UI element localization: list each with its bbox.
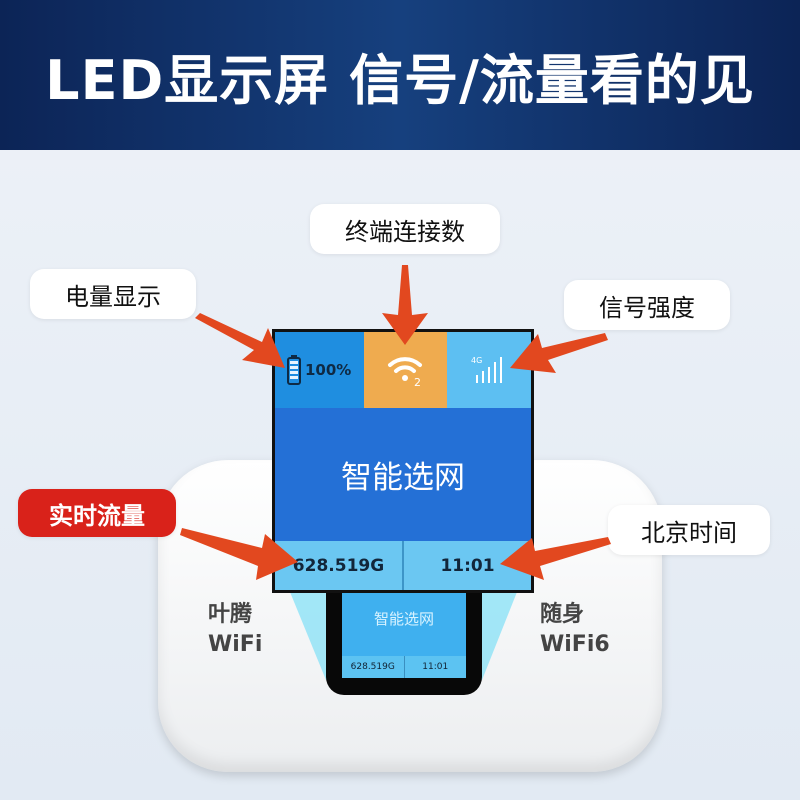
clock-value: 11:01 [402, 541, 531, 590]
small-clock: 11:01 [403, 656, 467, 678]
banner-title: LED显示屏 信号/流量看的见 [45, 48, 755, 112]
clients-count: 2 [414, 376, 421, 387]
signal-bars-icon: 4G [471, 356, 502, 383]
network-type: 4G [471, 356, 482, 365]
brand-label-left: 叶腾WiFi6WiFi [208, 602, 263, 657]
small-screen-title: 智能选网 [373, 610, 434, 628]
label-traffic: 实时流量 [18, 489, 176, 537]
label-time: 北京时间 [608, 505, 770, 555]
small-traffic: 628.519G [350, 662, 395, 672]
label-clients: 终端连接数 [310, 204, 500, 254]
label-battery: 电量显示 [30, 269, 196, 319]
network-mode: 智能选网 [341, 460, 465, 496]
banner-header: LED显示屏 信号/流量看的见 [0, 0, 800, 150]
battery-percent: 100% [305, 361, 352, 379]
battery-icon [287, 355, 301, 385]
label-signal: 信号强度 [564, 280, 730, 330]
device-small-screen: 智能选网 628.519G 11:01 [342, 590, 466, 678]
signal-cell: 4G [447, 332, 531, 408]
wifi-icon: 2 [387, 357, 422, 387]
clients-cell: 2 [364, 332, 447, 408]
enlarged-screen: 100% 2 4G 智能选网 628.519G 11:01 [272, 329, 534, 593]
traffic-value: 628.519G [292, 555, 385, 576]
battery-cell: 100% [275, 332, 364, 408]
